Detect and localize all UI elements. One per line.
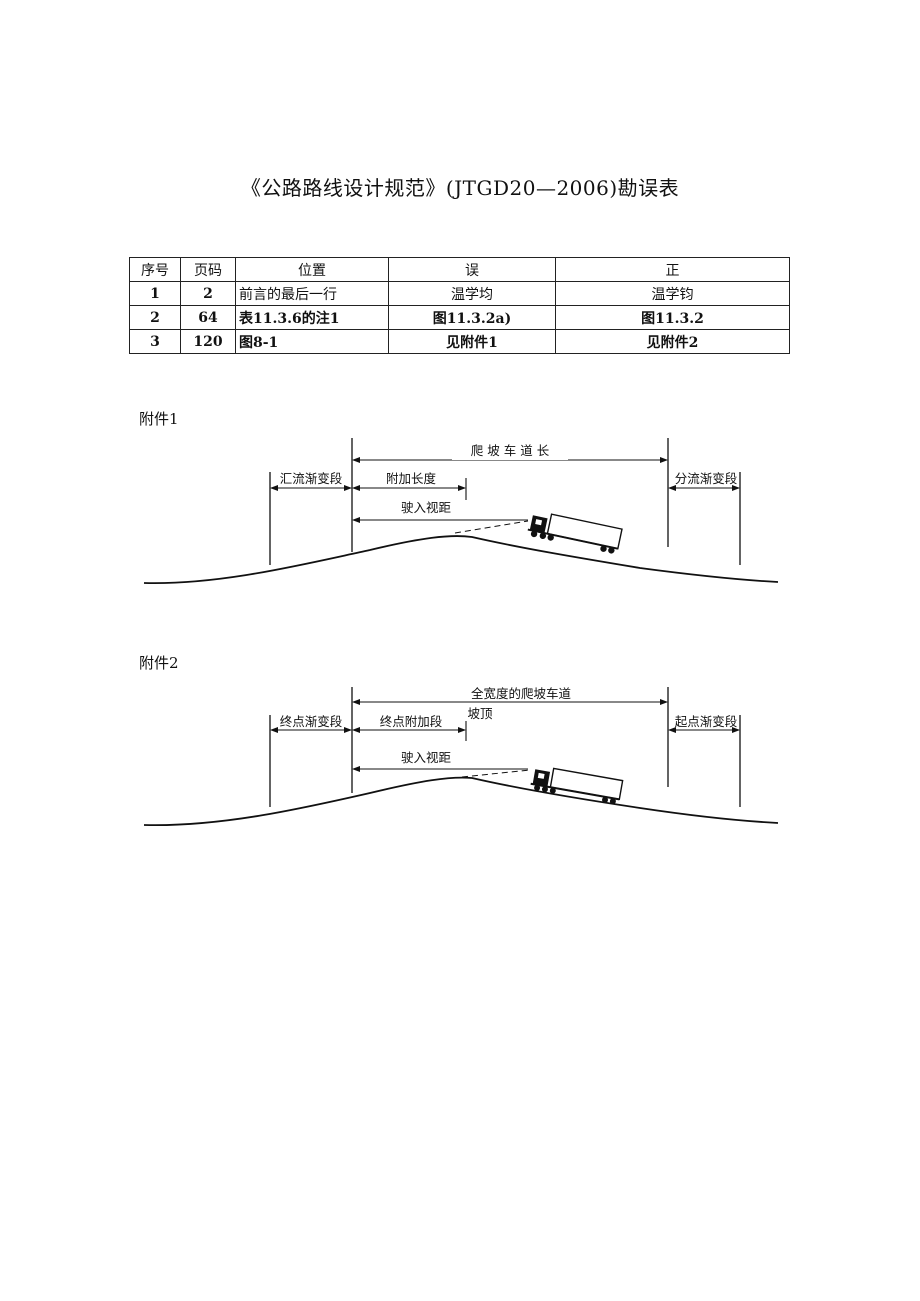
cell-page: 120 bbox=[180, 329, 236, 354]
cell-wrong: 图11.3.2a) bbox=[388, 305, 556, 330]
cell-position: 前言的最后一行 bbox=[235, 281, 389, 306]
table-header-row: 序号 页码 位置 误 正 bbox=[129, 257, 790, 282]
attachment2-diagram: 全宽度的爬坡车道 坡顶 终点渐变段 终点附加段 驶入视距 起点渐变段 bbox=[143, 686, 779, 827]
table-row: 1 2 前言的最后一行 温学均 温学钧 bbox=[129, 281, 790, 306]
attachment2-label: 附件2 bbox=[139, 654, 179, 672]
cell-correct: 图11.3.2 bbox=[555, 305, 790, 330]
sight-line bbox=[461, 769, 531, 778]
road-profile bbox=[143, 776, 779, 827]
sight-distance-label: 驶入视距 bbox=[401, 500, 451, 515]
end-additional-label: 终点附加段 bbox=[380, 714, 443, 729]
start-taper-label: 起点渐变段 bbox=[675, 714, 738, 729]
header-index: 序号 bbox=[129, 257, 181, 282]
sight-line bbox=[454, 520, 529, 534]
additional-length-label: 附加长度 bbox=[386, 471, 437, 486]
cell-position: 表11.3.6的注1 bbox=[235, 305, 389, 330]
header-wrong: 误 bbox=[388, 257, 556, 282]
cell-page: 64 bbox=[180, 305, 236, 330]
truck-icon bbox=[527, 513, 623, 554]
page-title: 《公路路线设计规范》(JTGD20—2006)勘误表 bbox=[240, 176, 680, 200]
merge-taper-label: 汇流渐变段 bbox=[280, 471, 343, 486]
cell-index: 3 bbox=[129, 329, 181, 354]
end-taper-label: 终点渐变段 bbox=[280, 714, 343, 729]
cell-correct: 见附件2 bbox=[555, 329, 790, 354]
cell-position: 图8-1 bbox=[235, 329, 389, 354]
full-width-lane-label: 全宽度的爬坡车道 bbox=[471, 686, 572, 701]
diverge-taper-label: 分流渐变段 bbox=[675, 471, 738, 486]
errata-table: 序号 页码 位置 误 正 1 2 前言的最后一行 温学均 温学钧 2 64 表1… bbox=[129, 257, 790, 354]
attachment1-diagram: 爬 坡 车 道 长 汇流渐变段 附加长度 驶入视距 分流渐变段 bbox=[143, 438, 779, 585]
cell-correct: 温学钧 bbox=[555, 281, 790, 306]
cell-index: 2 bbox=[129, 305, 181, 330]
crest-label: 坡顶 bbox=[467, 706, 493, 721]
header-position: 位置 bbox=[235, 257, 389, 282]
climbing-lane-length: 爬 坡 车 道 长 bbox=[471, 443, 550, 458]
table-row: 3 120 图8-1 见附件1 见附件2 bbox=[129, 329, 790, 354]
cell-page: 2 bbox=[180, 281, 236, 306]
table-row: 2 64 表11.3.6的注1 图11.3.2a) 图11.3.2 bbox=[129, 305, 790, 330]
header-correct: 正 bbox=[555, 257, 790, 282]
road-profile bbox=[143, 535, 779, 585]
cell-wrong: 见附件1 bbox=[388, 329, 556, 354]
cell-index: 1 bbox=[129, 281, 181, 306]
header-page: 页码 bbox=[180, 257, 236, 282]
sight-distance-label: 驶入视距 bbox=[401, 750, 451, 765]
truck-icon bbox=[530, 767, 624, 805]
cell-wrong: 温学均 bbox=[388, 281, 556, 306]
attachment1-label: 附件1 bbox=[139, 410, 179, 428]
